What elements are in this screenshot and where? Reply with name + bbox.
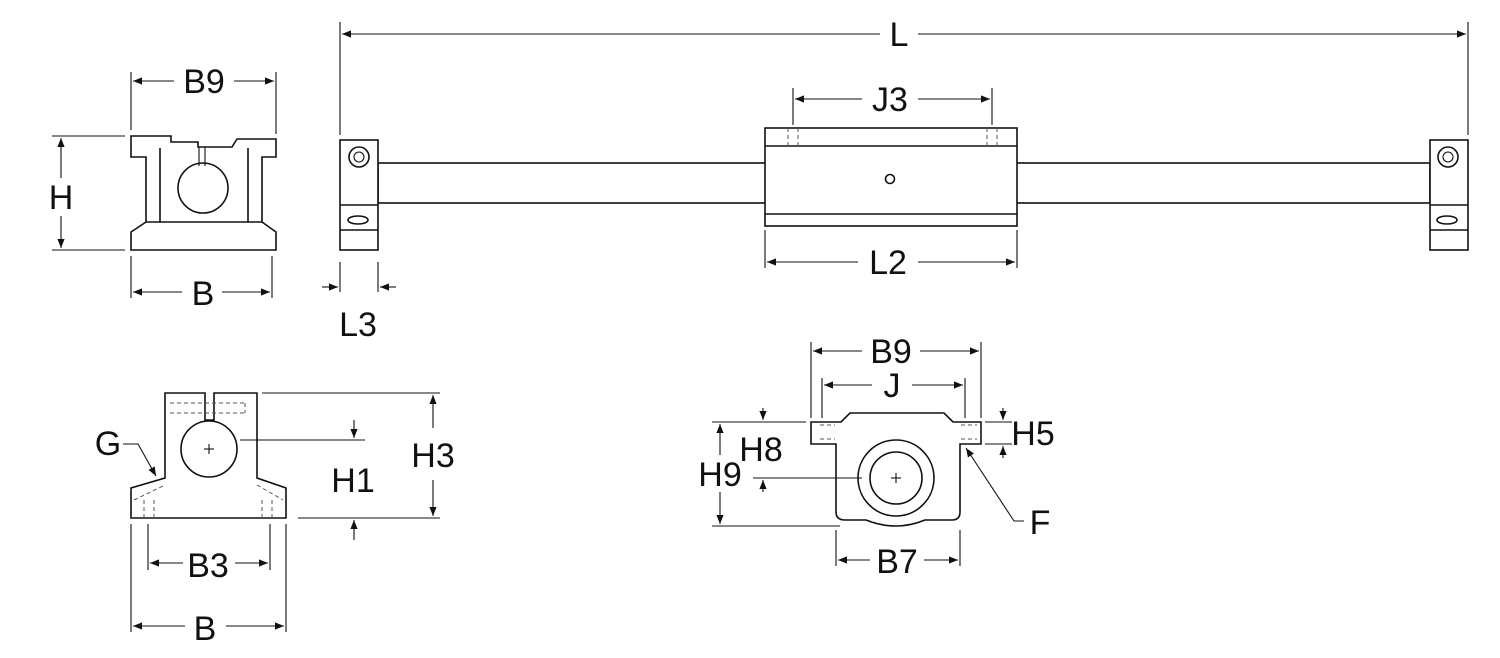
- label-L: L: [890, 16, 909, 54]
- right-end-support: [1429, 139, 1469, 251]
- dim-L3: [322, 262, 396, 292]
- front-view-support: [123, 392, 440, 632]
- side-view: L J3 L2 L3: [322, 16, 1469, 344]
- dim-J3: [792, 88, 993, 125]
- end-view-support: [52, 72, 277, 298]
- label-B-bottom: B: [194, 610, 217, 648]
- left-end-support: [339, 139, 379, 251]
- pillow-block-view: [712, 342, 1024, 566]
- label-F: F: [1030, 504, 1051, 542]
- label-J3: J3: [872, 81, 908, 119]
- carriage-block: [764, 127, 1018, 227]
- label-H3: H3: [411, 437, 454, 475]
- label-J: J: [884, 367, 901, 405]
- label-B3: B3: [187, 547, 229, 585]
- label-H5: H5: [1011, 415, 1054, 453]
- label-H1: H1: [331, 462, 374, 500]
- label-B9-end-view: B9: [183, 63, 225, 101]
- label-B9-pillow: B9: [870, 333, 912, 371]
- label-B7: B7: [876, 543, 918, 581]
- label-L3: L3: [339, 306, 377, 344]
- label-H9: H9: [698, 456, 741, 494]
- dim-L: [339, 22, 1469, 135]
- label-B-top: B: [192, 275, 215, 313]
- label-H: H: [49, 179, 74, 217]
- label-G: G: [95, 425, 121, 463]
- label-H8: H8: [739, 431, 782, 469]
- dim-L2: [764, 230, 1018, 268]
- label-L2: L2: [869, 244, 907, 282]
